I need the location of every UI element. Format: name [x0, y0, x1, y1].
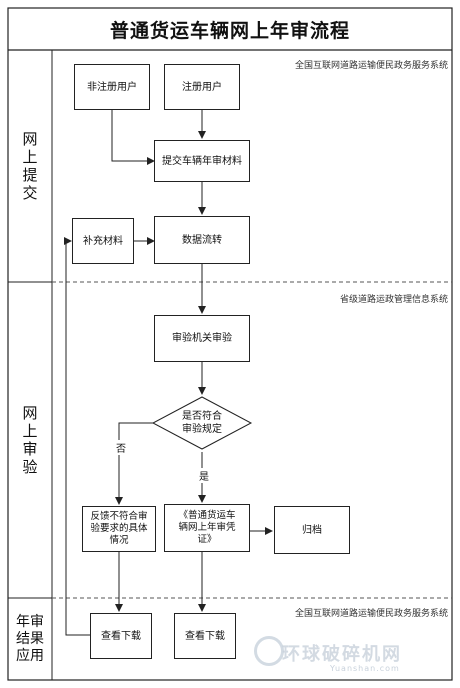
lane-label-result: 年审 结果 应用 — [8, 598, 52, 680]
edge-unregistered-submit — [111, 110, 155, 165]
node-data-flow: 数据流转 — [154, 216, 250, 264]
lane-note-submit: 全国互联网道路运输便民政务服务系统 — [294, 61, 448, 71]
lane-note-review: 省级道路运政管理信息系统 — [339, 295, 448, 305]
node-registered-user: 注册用户 — [164, 64, 240, 110]
lane-char: 年审 — [16, 613, 44, 630]
lane-char: 结果 — [16, 630, 44, 647]
certificate-line: 《普通货运车 — [178, 510, 236, 521]
decision-line: 是否符合 — [182, 411, 222, 422]
feedback-line: 情况 — [109, 535, 129, 546]
decision-diamond — [151, 396, 253, 450]
lane-char: 网 — [22, 130, 38, 148]
certificate-line: 证》 — [197, 534, 217, 545]
node-certificate: 《普通货运车 辆网上年审凭 证》 — [164, 504, 250, 552]
feedback-line: 验要求的具体 — [90, 523, 148, 534]
outer-frame — [7, 7, 453, 681]
lane-char: 提 — [22, 166, 38, 184]
lane-char: 审 — [22, 440, 38, 458]
node-download-left: 查看下载 — [90, 613, 152, 659]
lane-char: 网 — [22, 404, 38, 422]
lane-note-result: 全国互联网道路运输便民政务服务系统 — [294, 609, 448, 619]
watermark-logo-icon — [254, 636, 284, 666]
node-feedback: 反馈不符合审 验要求的具体 情况 — [82, 506, 156, 552]
node-download-right: 查看下载 — [174, 613, 236, 659]
node-decision-text: 是否符合 审验规定 — [162, 410, 242, 436]
lane-char: 上 — [22, 422, 38, 440]
lane-char: 验 — [22, 458, 38, 476]
edge-label-no: 否 — [115, 440, 127, 455]
lane-label-submit: 网 上 提 交 — [8, 50, 52, 282]
lane-label-review: 网 上 审 验 — [8, 282, 52, 598]
node-unregistered-user: 非注册用户 — [74, 64, 150, 110]
node-submit-materials: 提交车辆年审材料 — [154, 140, 250, 182]
feedback-line: 反馈不符合审 — [90, 511, 148, 522]
node-authority-review: 审验机关审验 — [154, 315, 250, 362]
node-archive: 归档 — [274, 506, 350, 554]
lane-char: 交 — [22, 184, 38, 202]
decision-line: 审验规定 — [182, 424, 222, 435]
edge-label-yes: 是 — [198, 468, 210, 483]
edge-download-supplement — [64, 237, 90, 636]
lane-char: 上 — [22, 148, 38, 166]
certificate-line: 辆网上年审凭 — [178, 522, 236, 533]
lane-char: 应用 — [16, 647, 44, 664]
watermark-subtext: Yuanshan.com — [330, 664, 400, 673]
page-title: 普通货运车辆网上年审流程 — [109, 19, 350, 42]
edge-decision-feedback — [115, 422, 153, 505]
node-supplement-materials: 补充材料 — [72, 218, 134, 264]
watermark-text: 环球破碎机网 — [282, 644, 402, 665]
